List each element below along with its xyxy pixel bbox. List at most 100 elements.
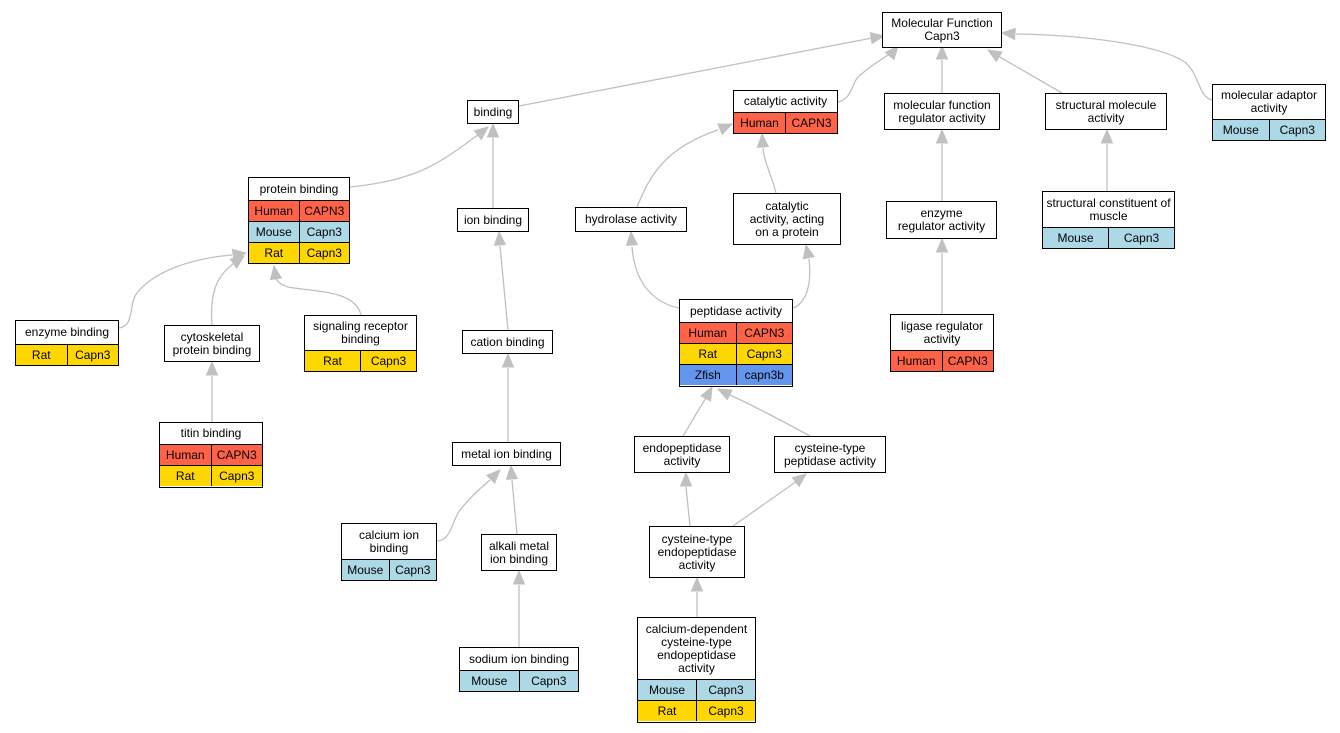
edge-enzyme-binding-to-protein	[118, 254, 233, 329]
arrowhead-titin-to-cytoskeletal	[205, 360, 219, 376]
species-row: Mouse Capn3	[249, 221, 349, 242]
species-row: Rat Capn3	[249, 242, 349, 263]
node-hydrolase-activity[interactable]: hydrolase activity	[575, 207, 687, 232]
arrowhead-sodium-to-alkali	[512, 569, 526, 585]
node-enzyme-binding[interactable]: enzyme binding Rat Capn3	[15, 320, 119, 366]
species-row: Mouse Capn3	[1213, 119, 1325, 140]
species-row: Rat Capn3	[16, 344, 118, 365]
node-catalytic-activity[interactable]: catalytic activity Human CAPN3	[733, 90, 838, 134]
gene-label: Capn3	[696, 701, 755, 721]
edge-calcium-to-metal	[436, 479, 491, 542]
species-label: Zfish	[694, 368, 721, 382]
gene-label: Capn3	[298, 243, 350, 263]
node-sodium-ion-binding[interactable]: sodium ion binding Mouse Capn3	[459, 647, 579, 692]
node-title: protein binding	[249, 178, 349, 200]
node-title: enzyme binding	[16, 321, 118, 344]
node-metal-ion-binding[interactable]: metal ion binding	[452, 442, 561, 466]
species-label: Human	[165, 448, 205, 462]
node-cysteine-type-peptidase-activity[interactable]: cysteine-type peptidase activity	[774, 436, 886, 473]
species-row: Rat Capn3	[305, 350, 416, 371]
node-title: enzyme regulator activity	[887, 202, 996, 238]
species-label: Rat	[31, 348, 51, 362]
node-calcium-dependent-cysteine-type-endopeptidase-activity[interactable]: calcium-dependent cysteine-type endopept…	[637, 617, 756, 723]
species-label: Mouse	[648, 683, 686, 697]
gene-label: Capn3	[696, 680, 755, 700]
edge-catalytic-to-molecular-function	[837, 51, 894, 103]
node-cytoskeletal-protein-binding[interactable]: cytoskeletal protein binding	[164, 325, 260, 362]
node-title: binding	[468, 101, 518, 123]
edge-signaling-to-protein	[275, 278, 362, 316]
gene-label: Capn3	[518, 671, 579, 691]
node-molecular-function-regulator-activity[interactable]: molecular function regulator activity	[884, 93, 1000, 130]
gene-label: Capn3	[1108, 228, 1174, 248]
gene-label: CAPN3	[298, 201, 350, 221]
node-cation-binding[interactable]: cation binding	[462, 330, 553, 354]
node-binding[interactable]: binding	[467, 100, 519, 124]
species-label: Human	[896, 354, 936, 368]
gene-label: CAPN3	[941, 351, 994, 371]
edge-protein-to-binding	[349, 134, 479, 188]
arrowhead-adaptor-to-molecular-function	[1000, 27, 1016, 41]
node-title: calcium ion binding	[342, 524, 436, 559]
arrowhead-signaling-to-protein	[269, 264, 283, 281]
node-enzyme-regulator-activity[interactable]: enzyme regulator activity	[886, 201, 997, 239]
node-structural-molecule-activity[interactable]: structural molecule activity	[1045, 93, 1167, 130]
gene-label: Capn3	[735, 344, 793, 364]
node-title: calcium-dependent cysteine-type endopept…	[638, 618, 755, 679]
node-molecular-adaptor-activity[interactable]: molecular adaptor activity Mouse Capn3	[1212, 84, 1326, 141]
node-title: structural constituent of muscle	[1043, 192, 1174, 227]
arrowhead-alkali-to-metal	[505, 464, 519, 480]
species-label: Mouse	[1222, 123, 1259, 137]
species-label: Human	[740, 116, 779, 130]
arrowhead-calpain-to-cysteine-endo	[690, 576, 704, 592]
node-cysteine-type-endopeptidase-activity[interactable]: cysteine-type endopeptidase activity	[649, 526, 745, 578]
node-title: cysteine-type peptidase activity	[775, 437, 885, 472]
node-signaling-receptor-binding[interactable]: signaling receptor binding Rat Capn3	[304, 315, 417, 372]
arrowhead-binding-to-molecular-function	[869, 32, 886, 45]
species-row: Zfish capn3b	[680, 364, 792, 385]
arrowhead-mf-regulator-to-molecular-function	[935, 44, 949, 60]
arrowhead-ion-to-binding	[486, 122, 500, 138]
gene-label: Capn3	[298, 222, 350, 242]
node-title: alkali metal ion binding	[482, 535, 556, 570]
species-label: Human	[254, 204, 294, 218]
arrowhead-muscle-to-structural-molecule	[1100, 128, 1114, 144]
node-peptidase-activity[interactable]: peptidase activity Human CAPN3 Rat Capn3…	[679, 299, 793, 387]
gene-label: CAPN3	[735, 323, 793, 343]
node-ion-binding[interactable]: ion binding	[457, 208, 529, 232]
node-ligase-regulator-activity[interactable]: ligase regulator activity Human CAPN3	[890, 314, 994, 372]
arrowhead-calcium-to-metal	[486, 469, 501, 484]
arrowhead-cation-to-ion	[493, 230, 507, 246]
node-endopeptidase-activity[interactable]: endopeptidase activity	[634, 436, 730, 473]
arrowhead-endopeptidase-to-peptidase	[700, 385, 713, 402]
node-molecular-function[interactable]: Molecular Function Capn3	[882, 12, 1002, 48]
node-protein-binding[interactable]: protein binding Human CAPN3 Mouse Capn3 …	[248, 177, 350, 264]
edge-structural-molecule-to-molecular-function	[997, 55, 1063, 94]
node-title: cation binding	[463, 331, 552, 353]
gene-label: Capn3	[210, 466, 263, 486]
edge-binding-to-molecular-function	[518, 37, 873, 107]
species-row: Mouse Capn3	[1043, 227, 1174, 248]
node-catalytic-activity-on-protein[interactable]: catalytic activity, acting on a protein	[733, 193, 841, 245]
species-row: Human CAPN3	[891, 350, 993, 371]
node-title: sodium ion binding	[460, 648, 578, 670]
arrowhead-cysteine-endo-to-endopeptidase	[679, 471, 693, 487]
arrowhead-cysteine-peptidase-to-peptidase	[716, 388, 733, 401]
species-row: Mouse Capn3	[638, 679, 755, 700]
node-alkali-metal-ion-binding[interactable]: alkali metal ion binding	[481, 534, 557, 571]
node-structural-constituent-of-muscle[interactable]: structural constituent of muscle Mouse C…	[1042, 191, 1175, 249]
arrowhead-peptidase-to-hydrolase	[625, 230, 639, 246]
species-row: Rat Capn3	[638, 700, 755, 721]
node-titin-binding[interactable]: titin binding Human CAPN3 Rat Capn3	[159, 422, 263, 488]
arrowhead-hydrolase-to-catalytic	[717, 123, 734, 136]
node-title: titin binding	[160, 423, 262, 444]
node-calcium-ion-binding[interactable]: calcium ion binding Mouse Capn3	[341, 523, 437, 581]
edge-peptidase-to-hydrolase	[631, 246, 680, 309]
node-title: molecular adaptor activity	[1213, 85, 1325, 119]
species-label: Mouse	[347, 563, 384, 577]
edge-cysteine-endo-to-cysteine-peptidase	[732, 480, 798, 527]
gene-label: Capn3	[388, 560, 437, 580]
node-title: catalytic activity, acting on a protein	[734, 194, 840, 244]
species-row: Human CAPN3	[734, 112, 837, 133]
gene-label: CAPN3	[785, 113, 837, 133]
